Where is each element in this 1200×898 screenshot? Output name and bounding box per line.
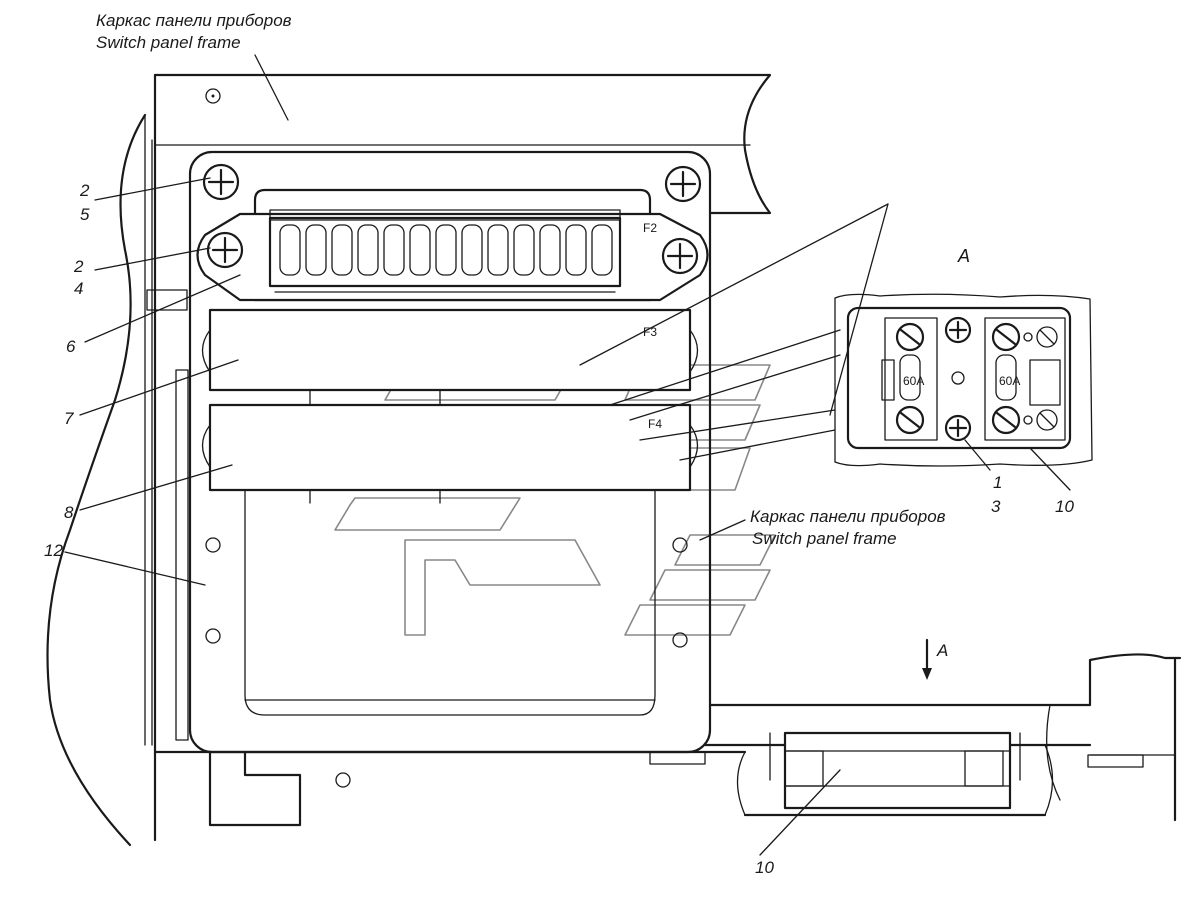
callout-1: 1 (993, 473, 1002, 492)
callout-7: 7 (64, 409, 74, 428)
callout-10-bottom: 10 (755, 858, 774, 877)
view-arrow-a: A (922, 638, 948, 680)
label-f3: F3 (643, 325, 657, 339)
callout-2b: 2 (73, 257, 84, 276)
callout-3: 3 (991, 497, 1001, 516)
callout-12: 12 (44, 541, 63, 560)
label-f4: F4 (648, 417, 662, 431)
bottom-frame (153, 653, 1182, 827)
projection-lines (579, 203, 889, 461)
fuse-rating-left: 60A (903, 374, 924, 388)
callout-5: 5 (80, 205, 90, 224)
left-cut-edge (46, 113, 189, 847)
frame-label-2-ru: Каркас панели приборов (750, 507, 946, 526)
view-label: A (957, 246, 970, 266)
fuse-block-f2: F2 (196, 188, 709, 302)
bracket-screw-left (202, 163, 240, 201)
callout-4: 4 (74, 279, 83, 298)
fuse-block-f3: F3 (201, 308, 699, 406)
callout-2a: 2 (79, 181, 90, 200)
label-f2: F2 (643, 221, 657, 235)
bracket-screw-right (664, 165, 702, 203)
plate-screw-left (206, 231, 244, 269)
switch-panel-frame (153, 73, 772, 842)
inset-view-a: A 60A 60A (834, 246, 1093, 467)
callout-10-inset: 10 (1055, 497, 1074, 516)
leader-lines (64, 54, 1071, 856)
frame-label-2-en: Switch panel frame (752, 529, 897, 548)
fuse-block-f4: F4 (201, 403, 699, 504)
callout-8: 8 (64, 503, 74, 522)
fuse-row-f2 (279, 224, 613, 276)
bottom-fuse-housing (769, 731, 1021, 810)
view-arrow-label: A (936, 641, 948, 660)
frame-label-ru: Каркас панели приборов (96, 11, 292, 30)
frame-label-en: Switch panel frame (96, 33, 241, 52)
plate-screw-right (661, 237, 699, 275)
fuse-rating-right: 60A (999, 374, 1020, 388)
callout-6: 6 (66, 337, 76, 356)
